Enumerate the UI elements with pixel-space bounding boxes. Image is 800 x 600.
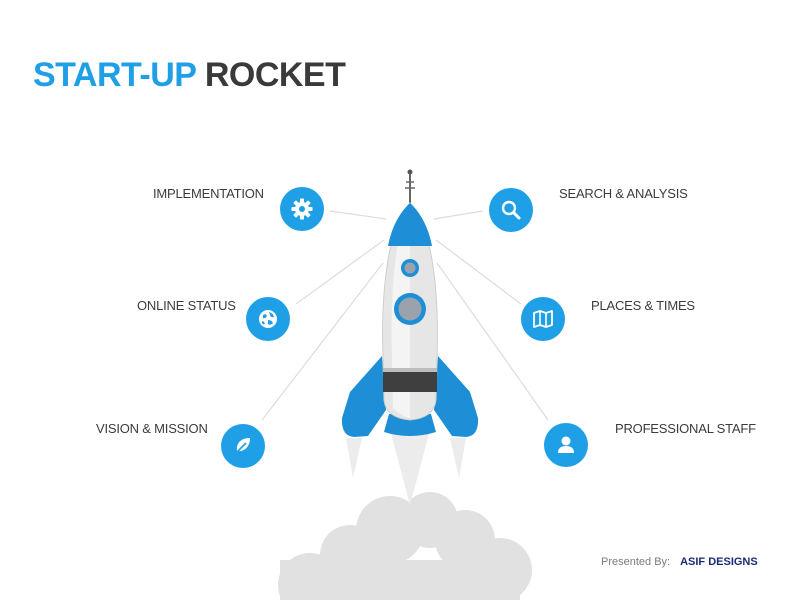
globe-icon (246, 297, 290, 341)
label-vision-mission: VISION & MISSION (96, 421, 208, 436)
label-online-status: ONLINE STATUS (137, 298, 236, 313)
title-part1: START-UP (33, 56, 196, 94)
leaf-icon (221, 424, 265, 468)
connector-lines (261, 210, 549, 421)
footer: Presented By: ASIF DESIGNS (601, 556, 758, 568)
label-search-analysis: SEARCH & ANALYSIS (559, 186, 688, 201)
page-title: START-UP ROCKET (33, 56, 346, 95)
map-icon (521, 297, 565, 341)
rocket-band (383, 372, 437, 392)
label-places-times: PLACES & TIMES (591, 298, 695, 313)
label-implementation: IMPLEMENTATION (153, 186, 264, 201)
title-part2: ROCKET (204, 56, 346, 94)
rocket-nose-cone (388, 203, 432, 246)
presented-by-label: Presented By: (601, 556, 671, 568)
rocket-nozzle (384, 414, 436, 436)
rocket-antenna (405, 169, 415, 203)
gear-icon (280, 187, 324, 231)
brand-name: ASIF DESIGNS (680, 556, 758, 568)
exhaust-flames (346, 430, 466, 505)
rocket-right-fin (434, 356, 479, 437)
label-professional-staff: PROFESSIONAL STAFF (615, 421, 756, 436)
rocket-left-fin (341, 356, 386, 437)
magnifier-icon (489, 188, 533, 232)
cloud-smoke (278, 492, 532, 600)
person-icon (544, 423, 588, 467)
